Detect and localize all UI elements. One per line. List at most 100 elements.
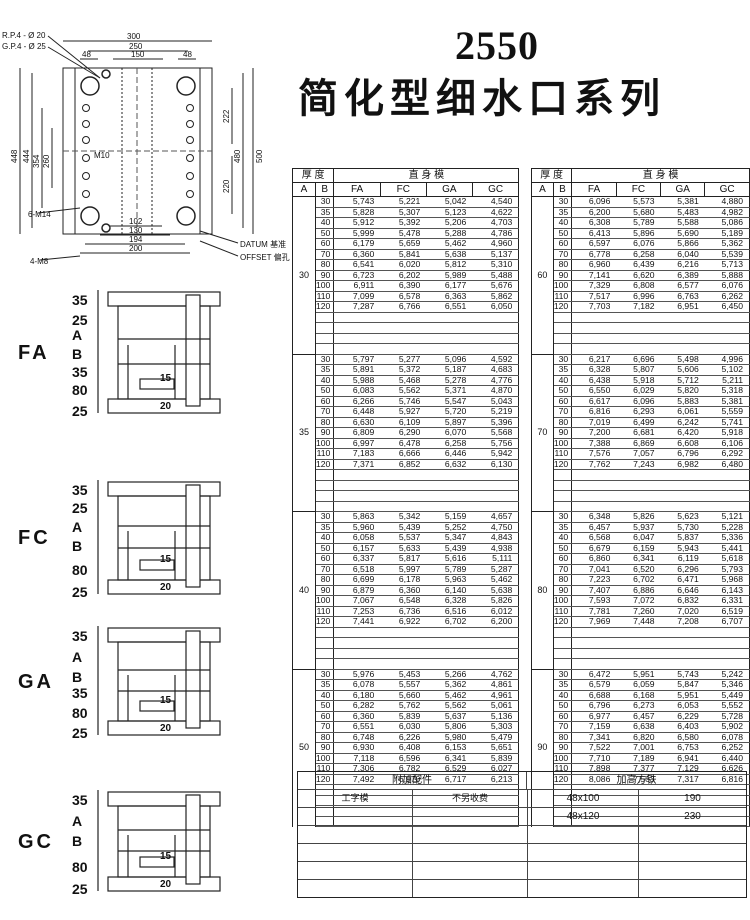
- b-value: 120: [315, 774, 335, 785]
- price-cell: 6,058: [333, 532, 381, 544]
- price-cell: 6,699: [333, 574, 381, 586]
- price-cell: 7,762: [571, 459, 617, 470]
- price-cell: 6,550: [571, 385, 617, 397]
- price-cell: 4,762: [472, 668, 520, 680]
- price-cell: 6,078: [333, 679, 381, 691]
- price-cell: 7,576: [571, 448, 617, 460]
- price-cell: 6,202: [380, 270, 427, 281]
- col-header-fc: FC: [379, 182, 427, 197]
- dim-444: 444: [22, 149, 31, 163]
- price-cell: 5,660: [380, 690, 427, 701]
- price-cell: 6,608: [660, 438, 705, 449]
- price-cell: 4,961: [472, 690, 520, 701]
- price-cell: 6,702: [616, 574, 661, 586]
- price-cell: 6,551: [333, 721, 381, 733]
- raised-price: 230: [684, 811, 701, 822]
- section-dim: B: [72, 669, 83, 685]
- b-value: 30: [315, 668, 335, 680]
- price-cell: 5,288: [426, 228, 473, 239]
- b-value: 35: [315, 522, 335, 533]
- price-cell: 6,360: [333, 249, 381, 260]
- b-value: 60: [553, 553, 573, 565]
- price-cell: 5,310: [472, 259, 520, 271]
- b-value: 120: [315, 301, 335, 313]
- b-value: 30: [553, 353, 573, 365]
- price-cell: 6,820: [616, 732, 661, 743]
- section-dim: 25: [72, 403, 88, 419]
- b-value: 30: [553, 196, 573, 208]
- price-cell: 5,096: [426, 353, 473, 365]
- b-value: 60: [553, 711, 573, 722]
- price-cell: 6,439: [616, 259, 661, 271]
- price-cell: 5,820: [660, 385, 705, 397]
- price-cell: 5,937: [616, 522, 661, 533]
- b-value: 50: [553, 700, 573, 712]
- b-value: 110: [315, 763, 335, 775]
- price-cell: 6,860: [571, 553, 617, 565]
- price-cell: 6,029: [616, 385, 661, 397]
- b-value: 100: [315, 595, 335, 607]
- price-cell: 7,072: [616, 595, 661, 607]
- section-dim: A: [72, 519, 83, 535]
- price-cell: 6,816: [704, 774, 750, 785]
- col-header-gc: GC: [704, 182, 750, 197]
- price-cell: 6,617: [571, 396, 617, 407]
- dim-480: 480: [233, 149, 242, 163]
- price-cell: 6,143: [704, 585, 750, 596]
- b-value: 110: [315, 448, 335, 460]
- a-value: 30: [292, 196, 316, 354]
- dim-500: 500: [255, 149, 264, 163]
- price-cell: 6,053: [660, 700, 705, 712]
- price-cell: 6,696: [616, 353, 661, 365]
- price-cell: 5,963: [426, 574, 473, 586]
- price-cell: 7,182: [616, 301, 661, 313]
- price-cell: 7,243: [616, 459, 661, 470]
- price-cell: 6,200: [472, 616, 520, 628]
- price-cell: 7,306: [333, 763, 381, 775]
- price-cell: 6,337: [333, 553, 381, 565]
- price-cell: 6,960: [571, 259, 617, 271]
- b-value: 120: [315, 459, 335, 470]
- section-dim: 25: [72, 312, 88, 328]
- price-cell: 6,213: [472, 774, 520, 785]
- price-cell: 7,287: [333, 301, 381, 313]
- price-cell: 6,328: [571, 364, 617, 376]
- b-value: 35: [315, 679, 335, 691]
- dim-220: 220: [222, 179, 231, 193]
- price-cell: 6,832: [660, 595, 705, 607]
- price-cell: 6,930: [333, 742, 381, 754]
- price-cell: 5,680: [616, 207, 661, 218]
- price-cell: 6,996: [616, 291, 661, 302]
- b-value: 80: [553, 574, 573, 586]
- price-cell: 5,980: [426, 732, 473, 743]
- thickness-header: 厚 度: [530, 168, 573, 183]
- b-value: 50: [553, 543, 573, 554]
- col-header-ga: GA: [660, 182, 706, 197]
- price-cell: 6,782: [380, 763, 427, 775]
- price-cell: 5,043: [472, 396, 520, 407]
- price-cell: 5,347: [426, 532, 473, 544]
- price-cell: 6,997: [333, 438, 381, 449]
- price-cell: 5,552: [704, 700, 750, 712]
- b-value: 50: [553, 385, 573, 397]
- price-cell: 6,597: [571, 238, 617, 250]
- price-cell: 6,816: [571, 406, 617, 418]
- price-cell: 4,982: [704, 207, 750, 218]
- b-value: 60: [553, 396, 573, 407]
